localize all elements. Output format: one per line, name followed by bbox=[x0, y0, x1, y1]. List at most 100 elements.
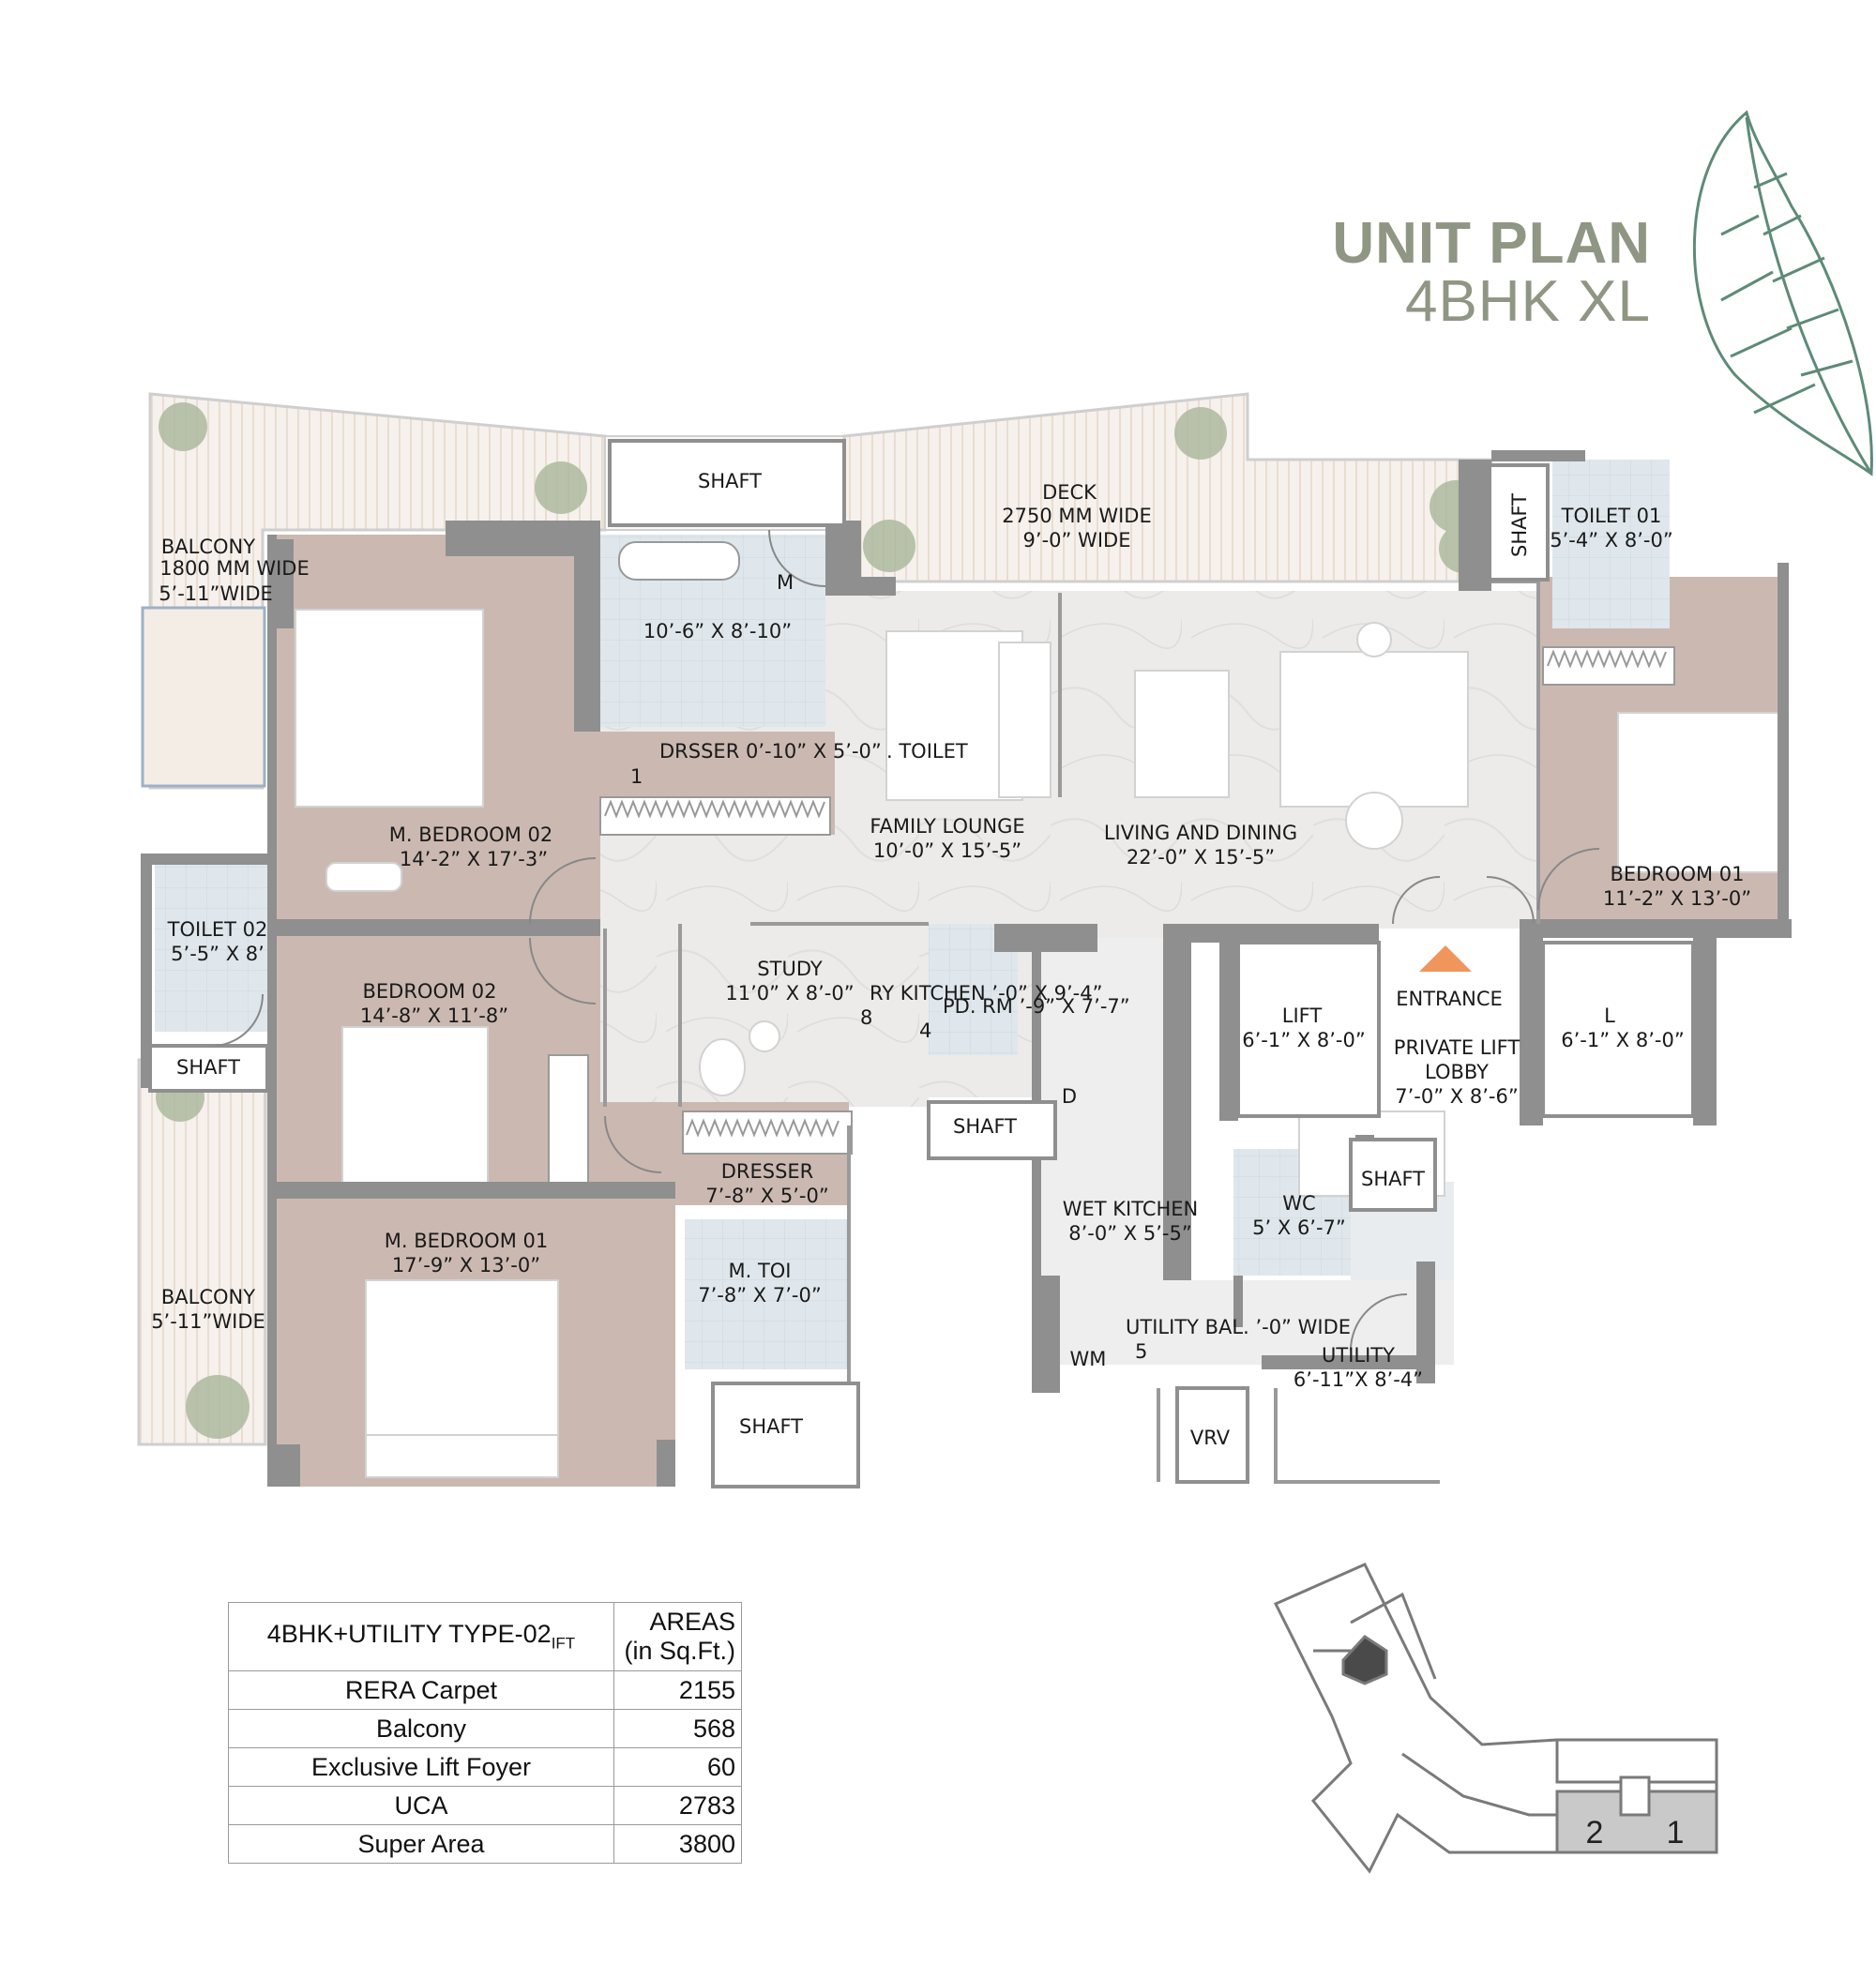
shaft-mid-label: SHAFT bbox=[953, 1115, 1017, 1138]
area-label: Balcony bbox=[228, 1709, 614, 1748]
area-value: 568 bbox=[613, 1709, 742, 1748]
wc-label: WC bbox=[1282, 1192, 1315, 1215]
shaft-right-label: SHAFT bbox=[1508, 493, 1531, 557]
shaft-wc-label: SHAFT bbox=[1361, 1168, 1425, 1190]
room-labels: BALCONY 1800 MM WIDE 5’-11”WIDE SHAFT DE… bbox=[151, 470, 1751, 1449]
balcony-top-l2: 5’-11”WIDE bbox=[159, 582, 273, 605]
leaf-icon bbox=[1692, 110, 1873, 476]
marker-5: 5 bbox=[1135, 1340, 1147, 1363]
m-toilet-label: M. TOI bbox=[728, 1260, 791, 1282]
utility-bal-label: UTILITY BAL. ’-0” WIDE bbox=[1126, 1316, 1351, 1338]
deck-l1: 2750 MM WIDE bbox=[1002, 505, 1151, 527]
lift-boxes bbox=[1236, 941, 1695, 1118]
key-plan-unit-2: 2 bbox=[1586, 1815, 1604, 1851]
pd-rm-label: PD. RM ’-9” X 7’-7” bbox=[943, 995, 1130, 1018]
bedroom02-label: BEDROOM 02 bbox=[362, 980, 496, 1003]
balcony-top-label: BALCONY bbox=[161, 536, 255, 558]
m-bedroom01-dim: 17’-9” X 13’-0” bbox=[392, 1254, 540, 1277]
marker-8: 8 bbox=[860, 1006, 872, 1029]
area-label: RERA Carpet bbox=[228, 1670, 614, 1710]
title-line2: 4BHK XL bbox=[1405, 269, 1651, 334]
dresser-dim: 7’-8” X 5’-0” bbox=[705, 1185, 828, 1207]
area-table-areas-l2: (in Sq.Ft.) bbox=[624, 1637, 735, 1665]
area-table-areas-header: AREAS(in Sq.Ft.) bbox=[613, 1602, 742, 1671]
wet-kitchen-dim: 8’-0” X 5’-5” bbox=[1068, 1222, 1191, 1245]
utility-label: UTILITY bbox=[1322, 1344, 1395, 1367]
lift1-label: LIFT bbox=[1282, 1005, 1323, 1027]
area-value: 3800 bbox=[613, 1824, 742, 1864]
dry-kitchen-label: RY KITCHEN ’-0” X 9’-4” bbox=[870, 982, 1103, 1005]
deck-l2: 9’-0” WIDE bbox=[1023, 529, 1131, 551]
shaft-left-label: SHAFT bbox=[176, 1056, 240, 1079]
area-value: 60 bbox=[613, 1747, 742, 1787]
d-label: D bbox=[1062, 1085, 1077, 1108]
area-value: 2155 bbox=[613, 1670, 742, 1710]
balcony-left-label: BALCONY bbox=[161, 1286, 255, 1308]
m-bedroom02-label: M. BEDROOM 02 bbox=[389, 823, 552, 846]
toilet02-label: TOILET 02 bbox=[167, 918, 268, 941]
study-dim: 11’0” X 8’-0” bbox=[725, 982, 854, 1005]
family-lounge-label: FAMILY LOUNGE bbox=[870, 815, 1024, 838]
shaft-bottom-label: SHAFT bbox=[739, 1415, 803, 1438]
area-table: 4BHK+UTILITY TYPE-02IFT AREAS(in Sq.Ft.)… bbox=[228, 1602, 742, 1864]
area-label: UCA bbox=[228, 1786, 614, 1825]
fixtures bbox=[548, 541, 1675, 1192]
m-toilet-top-label: M bbox=[777, 571, 794, 594]
toilet-label: . TOILET bbox=[886, 740, 968, 763]
balcony-left-l1: 5’-11”WIDE bbox=[151, 1310, 265, 1333]
m-toilet-dim: 7’-8” X 7’-0” bbox=[698, 1284, 821, 1307]
key-plan-unit-1: 1 bbox=[1667, 1815, 1685, 1851]
marker-4: 4 bbox=[919, 1020, 931, 1042]
lift1-dim: 6’-1” X 8’-0” bbox=[1242, 1029, 1365, 1051]
dresser-label: DRESSER bbox=[721, 1160, 814, 1183]
bedroom01-dim: 11’-2” X 13’-0” bbox=[1603, 887, 1751, 910]
living-dining-label: LIVING AND DINING bbox=[1104, 822, 1297, 844]
entrance-label: ENTRANCE bbox=[1396, 988, 1503, 1010]
area-value: 2783 bbox=[613, 1786, 742, 1825]
drsser-label: DRSSER 0’-10” X 5’-0” bbox=[659, 740, 882, 763]
lift2-label: L bbox=[1604, 1005, 1615, 1027]
entrance-arrow-icon bbox=[1419, 945, 1472, 972]
balcony-rail bbox=[141, 606, 266, 788]
m-bedroom01-label: M. BEDROOM 01 bbox=[385, 1230, 548, 1252]
lobby-l1: PRIVATE LIFT bbox=[1394, 1036, 1520, 1059]
bedroom01-label: BEDROOM 01 bbox=[1610, 863, 1744, 885]
toilet01-label: TOILET 01 bbox=[1561, 505, 1662, 527]
toilet02-dim: 5’-5” X 8’ bbox=[171, 943, 265, 965]
living-dining-dim: 22’-0” X 15’-5” bbox=[1127, 846, 1275, 869]
shaft-boxes bbox=[148, 439, 1550, 1488]
area-label: Exclusive Lift Foyer bbox=[228, 1747, 614, 1787]
bedroom02-dim: 14’-8” X 11’-8” bbox=[360, 1005, 508, 1027]
lobby-dim: 7’-0” X 8’-6” bbox=[1395, 1085, 1518, 1108]
m-bedroom02-dim: 14’-2” X 17’-3” bbox=[400, 848, 548, 870]
utility-dim: 6’-11”X 8’-4” bbox=[1294, 1368, 1423, 1391]
m-toilet-top-dim: 10’-6” X 8’-10” bbox=[643, 620, 792, 642]
wet-kitchen-label: WET KITCHEN bbox=[1063, 1198, 1199, 1220]
balcony-top-l1: 1800 MM WIDE bbox=[159, 557, 309, 580]
lobby-l2: LOBBY bbox=[1425, 1061, 1489, 1083]
vrv-label: VRV bbox=[1190, 1427, 1231, 1449]
marker-1: 1 bbox=[630, 765, 643, 788]
deck-label: DECK bbox=[1042, 481, 1097, 504]
title-line1: UNIT PLAN bbox=[1332, 211, 1651, 276]
family-lounge-dim: 10’-0” X 15’-5” bbox=[873, 839, 1021, 862]
wc-dim: 5’ X 6’-7” bbox=[1252, 1216, 1346, 1239]
area-table-type-sub: IFT bbox=[551, 1634, 576, 1653]
lift2-dim: 6’-1” X 8’-0” bbox=[1561, 1029, 1684, 1051]
area-label: Super Area bbox=[228, 1824, 614, 1864]
toilet01-dim: 5’-4” X 8’-0” bbox=[1550, 529, 1672, 551]
area-table-areas-l1: AREAS bbox=[649, 1608, 735, 1636]
area-table-type: 4BHK+UTILITY TYPE-02 bbox=[266, 1620, 552, 1649]
area-table-type-header: 4BHK+UTILITY TYPE-02IFT bbox=[228, 1602, 614, 1671]
shaft-top-label: SHAFT bbox=[698, 470, 762, 492]
wm-label: WM bbox=[1070, 1348, 1107, 1370]
area-table-header: 4BHK+UTILITY TYPE-02IFT AREAS(in Sq.Ft.) bbox=[228, 1602, 742, 1671]
door-swings bbox=[215, 529, 1600, 1352]
study-label: STUDY bbox=[757, 958, 823, 980]
